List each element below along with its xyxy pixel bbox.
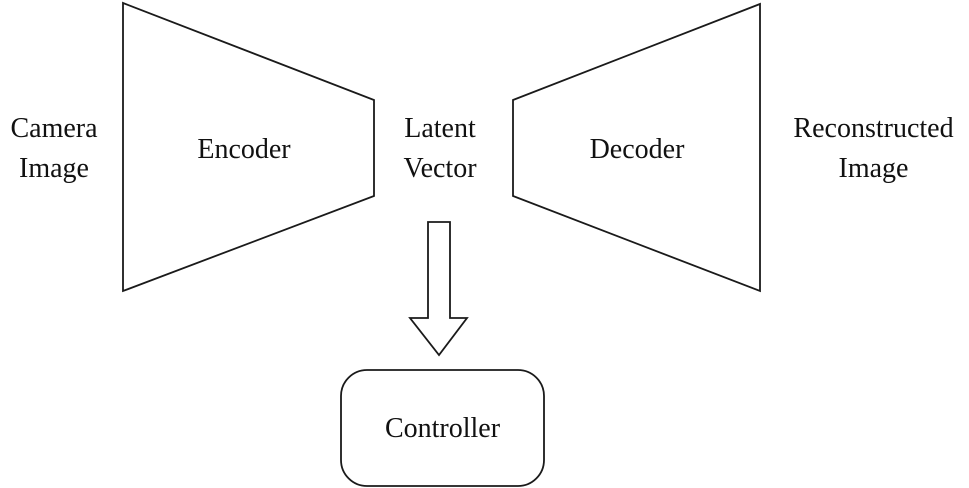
encoder-trapezoid-shape: [122, 1, 375, 293]
encoder-label: Encoder: [197, 134, 291, 165]
down-arrow-icon: [408, 221, 469, 357]
reconstructed-image-label: Reconstructed Image: [793, 113, 954, 184]
camera-image-label: Camera Image: [10, 113, 98, 184]
decoder-label: Decoder: [589, 134, 685, 165]
decoder-trapezoid-shape: [512, 2, 761, 293]
latent-vector-label: Latent Vector: [403, 113, 477, 184]
controller-box-shape: [340, 369, 545, 487]
controller-label: Controller: [384, 413, 501, 444]
